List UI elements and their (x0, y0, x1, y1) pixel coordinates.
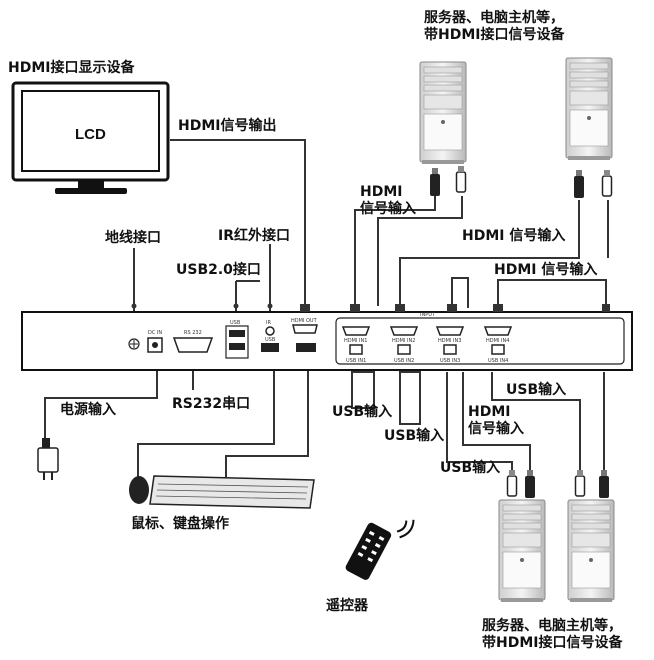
power-input-label: 电源输入 (60, 402, 116, 418)
hdmi-in2-label: HDMI IN2 (392, 338, 415, 344)
usb-in3-label: USB IN3 (440, 358, 460, 364)
usb-input-label-3: USB输入 (440, 460, 501, 476)
usb-port-label: USB (230, 320, 241, 326)
server-bottom-caption: 服务器、电脑主机等， 带HDMI接口信号设备 (482, 618, 623, 651)
bottom-plugs (506, 469, 609, 498)
hdmi-input-label-1: HDMI 信号输入 (360, 184, 416, 217)
rs232-serial-label: RS232串口 (172, 396, 251, 412)
hdmi-in3-label: HDMI IN3 (438, 338, 461, 344)
server-top-1 (419, 61, 467, 165)
keyboard-icon (149, 475, 315, 509)
hdmi-output-label: HDMI信号输出 (178, 118, 277, 134)
hdmi-in4-label: HDMI IN4 (486, 338, 509, 344)
usb-in1-label: USB IN1 (346, 358, 366, 364)
usb2-port-label: USB (265, 337, 276, 343)
mouse-keyboard-label: 鼠标、键盘操作 (131, 516, 229, 532)
usb-input-label-4: USB输入 (506, 382, 567, 398)
cables (44, 139, 609, 478)
hdmi-display-label: HDMI接口显示设备 (8, 60, 135, 76)
rs232-port-label: RS 232 (184, 330, 202, 336)
power-adapter-icon (37, 438, 59, 480)
ground-port-label: 地线接口 (105, 230, 161, 246)
ir-port-label: IR (266, 320, 271, 326)
remote-control-label: 遥控器 (326, 598, 368, 614)
dc-in-label: DC IN (148, 330, 162, 336)
usb-in4-label: USB IN4 (488, 358, 508, 364)
hdmi-out-port-label: HDMI OUT (291, 318, 318, 324)
usb20-port-callout: USB2.0接口 (176, 262, 261, 278)
hdmi-input-label-4: HDMI 信号输入 (468, 404, 524, 437)
ir-port-callout: IR红外接口 (218, 228, 290, 244)
usb-input-label-1: USB输入 (332, 404, 393, 420)
server-top-2 (565, 57, 613, 161)
lcd-monitor (11, 81, 170, 194)
top-plugs (430, 165, 613, 198)
remote-control-icon (345, 519, 415, 580)
kvm-panel (21, 304, 633, 371)
input-ports (341, 326, 513, 355)
panel-labels: DC IN RS 232 USB IR USB HDMI OUT INPUT H… (148, 312, 509, 364)
lcd-screen-label: LCD (75, 126, 106, 143)
usb-input-label-2: USB输入 (384, 428, 445, 444)
hdmi-in1-label: HDMI IN1 (344, 338, 367, 344)
server-bottom-2 (567, 499, 615, 603)
hdmi-input-label-3: HDMI 信号输入 (494, 262, 598, 278)
server-bottom-1 (498, 499, 546, 603)
usb-in2-label: USB IN2 (394, 358, 414, 364)
hdmi-input-label-2: HDMI 信号输入 (462, 228, 566, 244)
server-top-caption: 服务器、电脑主机等， 带HDMI接口信号设备 (424, 10, 565, 43)
mouse-icon (129, 476, 149, 504)
input-group-label: INPUT (420, 312, 436, 318)
